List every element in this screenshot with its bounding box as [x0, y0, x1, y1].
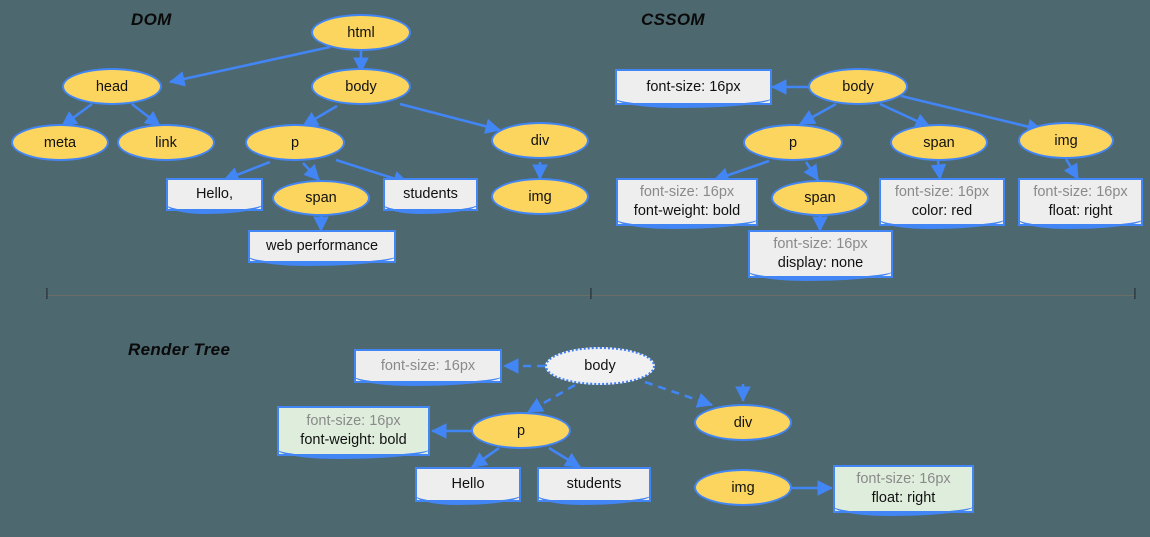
- rt-text-hello-label: Hello: [451, 476, 485, 493]
- rt-edge-body-div: [644, 380, 713, 408]
- dom-text-webperformance-label: web performance: [265, 238, 379, 255]
- cssom-node-p-span[interactable]: span: [771, 180, 869, 216]
- rt-node-p-label: p: [516, 422, 526, 439]
- cssom-node-p-span-label: span: [804, 190, 836, 206]
- rt-rules-img-inherited: font-size: 16px: [856, 471, 951, 488]
- rt-node-img-label: img: [731, 479, 755, 496]
- dom-node-meta[interactable]: meta: [11, 124, 109, 161]
- dom-node-head[interactable]: head: [62, 68, 162, 105]
- cssom-rules-span[interactable]: font-size: 16px color: red: [879, 178, 1005, 229]
- rt-rules-body[interactable]: font-size: 16px: [354, 349, 502, 386]
- cssom-rules-img-own: float: right: [1048, 203, 1113, 219]
- rt-node-img[interactable]: img: [694, 469, 792, 506]
- cssom-edge-img-rules: [1063, 158, 1080, 180]
- dom-node-html-label: html: [347, 24, 375, 41]
- dom-text-students-label: students: [403, 186, 458, 203]
- divider-tick-left: [46, 288, 48, 299]
- dom-text-webperformance[interactable]: web performance: [248, 230, 396, 266]
- dom-node-link[interactable]: link: [117, 124, 215, 161]
- rt-node-div-label: div: [733, 414, 753, 431]
- cssom-rules-p-span-own: display: none: [777, 255, 864, 271]
- section-title-render-tree: Render Tree: [128, 340, 231, 359]
- cssom-edge-body-p: [799, 102, 837, 126]
- cssom-rules-body-own: font-size: 16px: [646, 78, 741, 95]
- dom-node-p[interactable]: p: [245, 124, 345, 161]
- dom-text-hello-label: Hello,: [195, 186, 234, 203]
- cssom-rules-img-inherited: font-size: 16px: [1033, 184, 1128, 201]
- cssom-node-img-label: img: [1054, 132, 1078, 149]
- cssom-node-body[interactable]: body: [808, 68, 908, 105]
- cssom-node-img[interactable]: img: [1018, 122, 1114, 159]
- rt-edge-p-students: [548, 446, 581, 469]
- edge-p-span: [302, 162, 320, 181]
- cssom-rules-p-own: font-weight: bold: [633, 203, 741, 219]
- section-title-dom: DOM: [131, 10, 172, 29]
- cssom-edge-span-rules: [930, 160, 947, 181]
- divider-tick-right: [1134, 288, 1136, 299]
- rt-text-hello[interactable]: Hello: [415, 467, 521, 505]
- edge-head-meta: [61, 102, 93, 128]
- cssom-node-p-label: p: [788, 134, 798, 151]
- dom-node-div[interactable]: div: [491, 122, 589, 159]
- rt-edge-body-p: [527, 383, 576, 414]
- cssom-rules-span-own: color: red: [911, 203, 973, 219]
- dom-node-span-label: span: [305, 190, 337, 206]
- cssom-rules-p-span[interactable]: font-size: 16px display: none: [748, 230, 893, 281]
- dom-node-div-label: div: [530, 132, 550, 149]
- dom-node-html[interactable]: html: [311, 14, 411, 51]
- rt-node-body[interactable]: body: [545, 347, 655, 385]
- edge-body-div: [399, 102, 502, 134]
- cssom-rules-p[interactable]: font-size: 16px font-weight: bold: [616, 178, 758, 229]
- dom-text-students[interactable]: students: [383, 178, 478, 214]
- cssom-node-p[interactable]: p: [743, 124, 843, 161]
- rt-rules-img[interactable]: font-size: 16px float: right: [833, 465, 974, 516]
- edge-head-link: [131, 102, 161, 128]
- rt-rules-img-own: float: right: [871, 490, 936, 506]
- dom-node-meta-label: meta: [43, 134, 77, 151]
- dom-node-head-label: head: [95, 78, 129, 95]
- rt-rules-body-own: font-size: 16px: [380, 357, 476, 374]
- edge-html-head: [168, 45, 331, 87]
- dom-node-body[interactable]: body: [311, 68, 411, 105]
- rt-rules-p[interactable]: font-size: 16px font-weight: bold: [277, 406, 430, 459]
- dom-node-img-label: img: [528, 188, 552, 205]
- cssom-rules-p-inherited: font-size: 16px: [639, 184, 735, 201]
- edge-body-p: [302, 104, 338, 128]
- divider-tick-center: [590, 288, 592, 299]
- rt-text-students[interactable]: students: [537, 467, 651, 505]
- cssom-edge-p-pspan: [803, 161, 820, 181]
- dom-node-img[interactable]: img: [491, 178, 589, 215]
- dom-node-p-label: p: [290, 134, 300, 151]
- cssom-node-body-label: body: [842, 78, 874, 95]
- cssom-rules-span-inherited: font-size: 16px: [894, 184, 990, 201]
- cssom-rules-img[interactable]: font-size: 16px float: right: [1018, 178, 1143, 229]
- rt-edge-p-hello: [471, 446, 500, 469]
- dom-node-span[interactable]: span: [272, 180, 370, 216]
- section-title-cssom: CSSOM: [641, 10, 705, 29]
- cssom-edge-body-span: [879, 102, 931, 129]
- dom-node-body-label: body: [345, 78, 377, 95]
- rt-rules-p-inherited: font-size: 16px: [306, 413, 401, 430]
- cssom-node-span[interactable]: span: [890, 124, 988, 161]
- dom-node-link-label: link: [155, 134, 177, 151]
- cssom-node-span-label: span: [923, 134, 955, 151]
- dom-text-hello[interactable]: Hello,: [166, 178, 263, 214]
- rt-node-body-label: body: [584, 358, 616, 374]
- rt-node-p[interactable]: p: [471, 412, 571, 449]
- rt-rules-p-own: font-weight: bold: [300, 432, 407, 448]
- rt-text-students-label: students: [566, 476, 622, 493]
- cssom-rules-p-span-inherited: font-size: 16px: [773, 236, 868, 253]
- cssom-rules-body[interactable]: font-size: 16px: [615, 69, 772, 108]
- rt-node-div[interactable]: div: [694, 404, 792, 441]
